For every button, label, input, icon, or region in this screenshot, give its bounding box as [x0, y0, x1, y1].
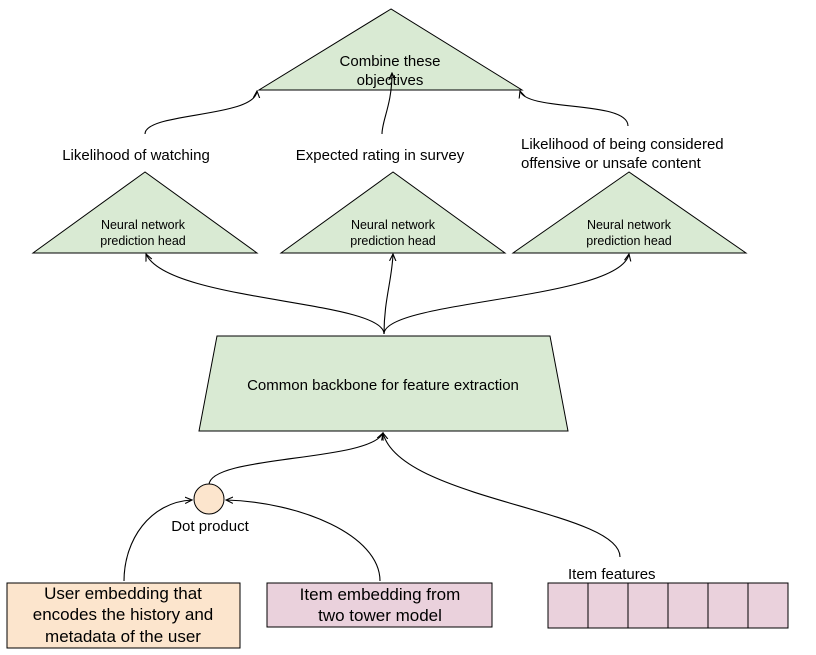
prediction-head-2-line2: prediction head: [350, 234, 436, 248]
item-feature-cell: [627, 582, 669, 629]
prediction-head-3-line2: prediction head: [586, 234, 672, 248]
item-embedding-line2: two tower model: [318, 606, 442, 625]
objective-label-watching: Likelihood of watching: [62, 147, 210, 164]
arrow-backbone-to-head-1: [146, 254, 385, 335]
backbone-label: Common backbone for feature extraction: [247, 377, 519, 394]
prediction-head-2-line1: Neural network: [351, 218, 436, 232]
item-features-label: Item features: [568, 566, 656, 583]
arrow-watching-to-combine: [144, 91, 257, 135]
backbone-trapezoid: [198, 335, 569, 432]
dot-product-label: Dot product: [171, 518, 249, 535]
objective-label-offensive-line2: offensive or unsafe content: [521, 155, 702, 172]
dot-product-circle: [193, 483, 225, 515]
arrow-user-embedding-to-dot-product: [123, 500, 192, 582]
item-embedding-box: [266, 582, 493, 628]
arrow-item-features-to-backbone: [383, 433, 621, 558]
item-features-cells: [547, 582, 789, 629]
arrow-backbone-to-head-3: [383, 254, 629, 335]
arrow-dot-product-to-backbone: [208, 433, 383, 486]
objective-label-offensive-line1: Likelihood of being considered: [521, 136, 724, 153]
item-feature-cell: [667, 582, 709, 629]
user-embedding-line3: metadata of the user: [45, 627, 201, 646]
prediction-head-1-line1: Neural network: [101, 218, 186, 232]
user-embedding-box: [6, 582, 241, 649]
prediction-head-1-line2: prediction head: [100, 234, 186, 248]
item-feature-cell: [587, 582, 629, 629]
user-embedding-line1: User embedding that: [44, 584, 202, 603]
item-embedding-line1: Item embedding from: [300, 585, 461, 604]
arrow-backbone-to-head-2: [383, 254, 393, 335]
combine-objectives-label-line2: objectives: [357, 72, 424, 89]
user-embedding-line2: encodes the history and: [33, 605, 214, 624]
arrow-offensive-to-combine: [520, 91, 629, 127]
item-feature-cell: [707, 582, 749, 629]
item-feature-cell: [747, 582, 789, 629]
arrow-rating-to-combine: [381, 73, 392, 135]
prediction-head-3-line1: Neural network: [587, 218, 672, 232]
item-feature-cell: [547, 582, 589, 629]
combine-objectives-label-line1: Combine these: [340, 53, 441, 70]
arrow-item-embedding-to-dot-product: [226, 500, 381, 582]
objective-label-rating: Expected rating in survey: [296, 147, 465, 164]
prediction-head-triangle-1: [31, 171, 259, 254]
